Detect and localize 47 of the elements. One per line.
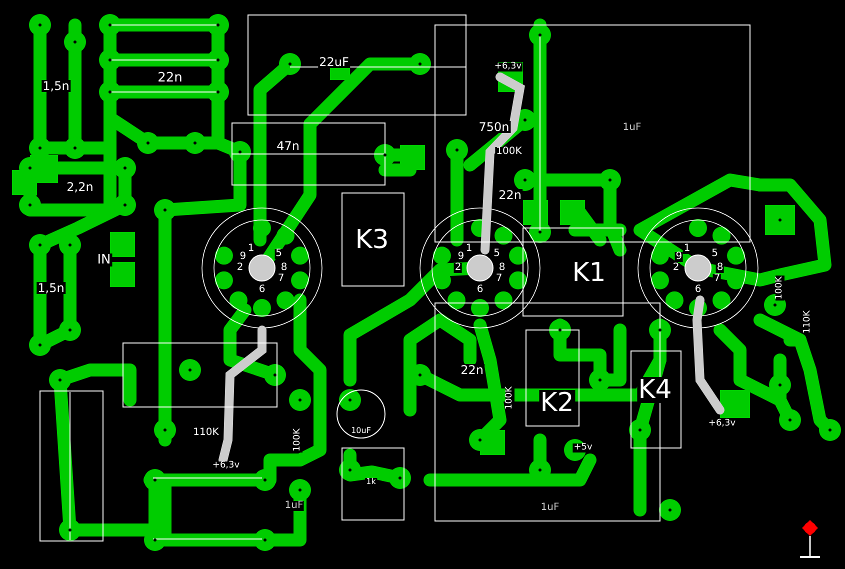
pin-number: 7 <box>276 274 286 284</box>
silkscreen-label: 1k <box>365 478 377 486</box>
pin-number: 6 <box>694 285 702 295</box>
pin-number: 9 <box>456 252 466 262</box>
silkscreen-label: 750n <box>478 121 510 133</box>
pin-number: 9 <box>238 252 248 262</box>
silkscreen-label: 110K <box>804 309 812 335</box>
silkscreen-label: 110K <box>192 428 220 438</box>
silkscreen-label: K4 <box>637 377 673 403</box>
silkscreen-label: +5v <box>572 444 594 452</box>
silkscreen-label: 100K <box>294 427 302 453</box>
pin-number: 2 <box>236 263 244 273</box>
silkscreen-label: 1uF <box>284 501 304 511</box>
silkscreen-label: 100K <box>495 147 523 157</box>
silkscreen-label: 1,5n <box>36 282 66 294</box>
silkscreen-label: +6,3v <box>707 420 737 428</box>
pin-number: 2 <box>454 263 462 273</box>
silkscreen-label: 1uF <box>540 503 560 513</box>
pin-number: 7 <box>494 274 504 284</box>
silkscreen-label: 2,2n <box>66 181 94 193</box>
silkscreen-label: +6,3v <box>493 62 523 72</box>
pin-number: 5 <box>492 248 502 259</box>
silkscreen-label: +6,3v <box>211 462 241 470</box>
pin-number: 6 <box>476 285 484 295</box>
pin-number: 1 <box>682 244 692 254</box>
pin-number: 8 <box>280 263 288 273</box>
silkscreen-label: 100K <box>506 385 514 411</box>
silkscreen-label: 22n <box>460 364 484 376</box>
pin-number: 5 <box>710 248 720 259</box>
pin-number: 2 <box>672 263 680 273</box>
pin-number: 1 <box>246 244 256 254</box>
silkscreen-label: 22uF <box>318 56 350 68</box>
silkscreen-label: 22n <box>156 72 184 84</box>
silkscreen-label: 1uF <box>622 123 642 133</box>
silkscreen-label: 22n <box>498 189 522 201</box>
pin-number: 8 <box>498 263 506 273</box>
silkscreen-label: 10uF <box>350 427 372 435</box>
pin-number: 1 <box>464 244 474 254</box>
pin-number: 5 <box>274 248 284 259</box>
pin-number: 7 <box>712 274 722 284</box>
silkscreen-label: 47n <box>276 140 300 152</box>
pin-number: 6 <box>258 285 266 295</box>
pin-number: 9 <box>674 252 684 262</box>
silkscreen-label: 100K <box>776 275 784 301</box>
silkscreen-label: 1,5n <box>42 80 70 92</box>
pin-number: 8 <box>716 263 724 273</box>
silkscreen-label: IN <box>96 254 112 266</box>
